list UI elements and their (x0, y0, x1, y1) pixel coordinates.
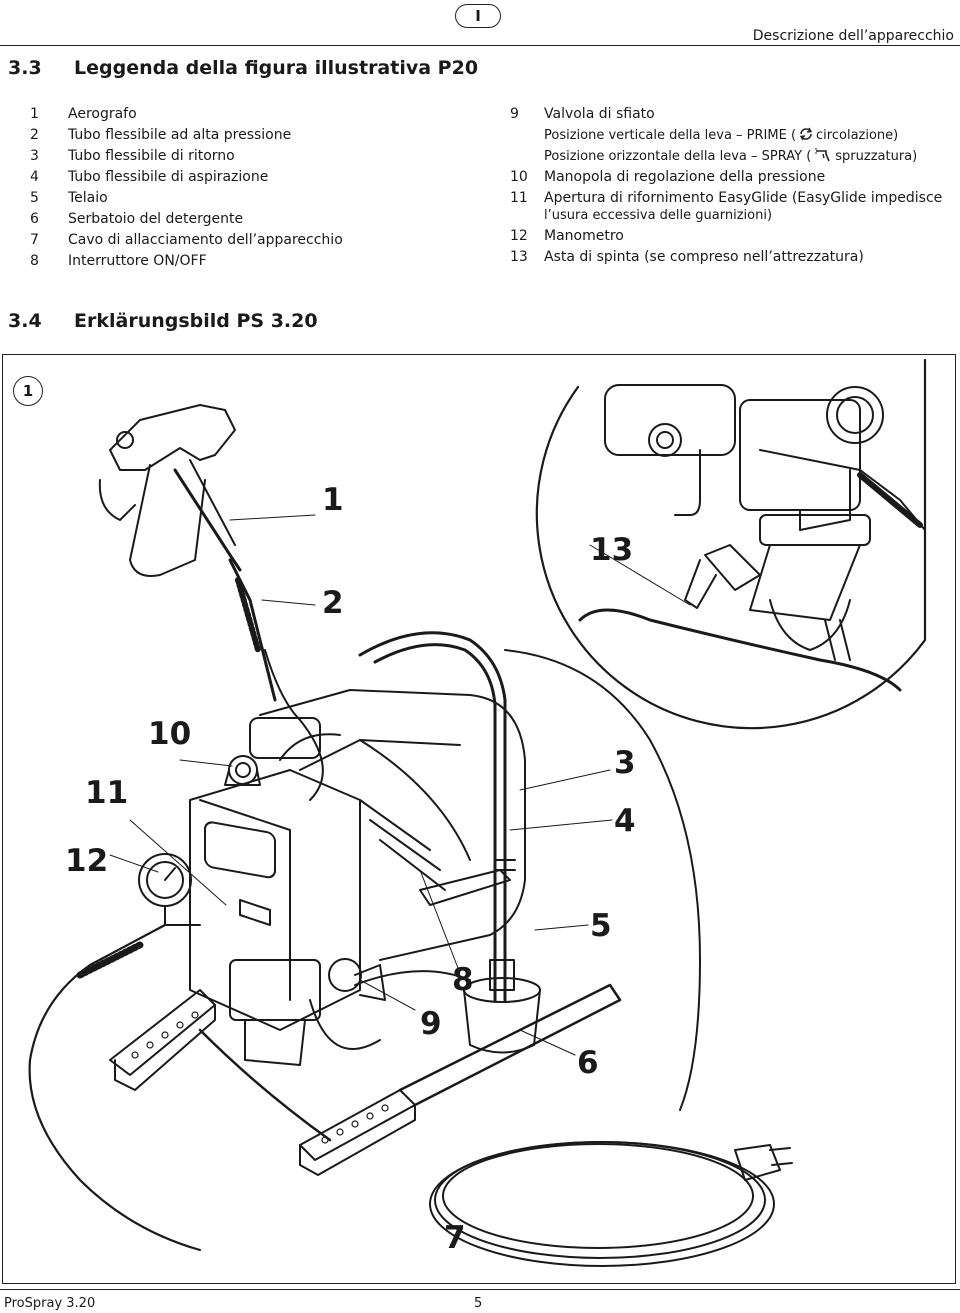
legend-item-number: 2 (30, 127, 39, 143)
detail-inset-outline (535, 358, 927, 730)
section-p20-title: Leggenda della figura illustrativa P20 (74, 57, 479, 79)
section-p20-heading: 3.3 Leggenda della figura illustrativa P2… (8, 57, 478, 79)
legend-item-text: Manopola di regolazione della pressione (544, 169, 826, 185)
callout-7: 7 (444, 1220, 466, 1256)
callout-5: 5 (590, 908, 612, 944)
prime-text-a: Posizione verticale della leva – PRIME ( (544, 128, 797, 143)
legend-item-4: 4 Tubo flessibile di aspirazione (30, 167, 450, 188)
callout-6: 6 (577, 1045, 599, 1081)
callout-1: 1 (322, 482, 344, 518)
footer-product: ProSpray 3.20 (4, 1296, 96, 1311)
section-ps-number: 3.4 (8, 310, 42, 332)
callout-13: 13 (590, 532, 634, 568)
legend-item-number: 6 (30, 211, 39, 227)
callout-9: 9 (420, 1006, 442, 1042)
callout-8: 8 (452, 962, 474, 998)
legend-item-text: Manometro (544, 228, 624, 244)
legend-item-number: 8 (30, 253, 39, 269)
legend-item-2: 2 Tubo flessibile ad alta pressione (30, 125, 450, 146)
legend-item-6: 6 Serbatoio del detergente (30, 209, 450, 230)
callout-3: 3 (614, 745, 636, 781)
legend-item-number: 1 (30, 106, 39, 122)
motor-housing (249, 689, 526, 961)
legend-item-number: 5 (30, 190, 39, 206)
power-cord (429, 649, 775, 1267)
spray-gun (98, 404, 277, 702)
legend-item-text: Tubo flessibile di ritorno (68, 148, 235, 164)
spray-gun-icon (815, 148, 831, 162)
legend-item-number: 10 (510, 169, 528, 185)
legend-item-text: Apertura di rifornimento EasyGlide (Easy… (544, 190, 943, 206)
legend-item-text: Valvola di sfiato (544, 106, 655, 122)
legend-item-8: 8 Interruttore ON/OFF (30, 251, 450, 272)
foot-grip-dots (131, 1011, 389, 1144)
callout-11: 11 (85, 775, 129, 811)
spray-text-a: Posizione orizzontale della leva – SPRAY… (544, 149, 812, 164)
legend-item-text: Interruttore ON/OFF (68, 253, 207, 269)
detergent-container (463, 959, 541, 1054)
legend-item-number: 3 (30, 148, 39, 164)
legend-item-12: 12 Manometro (510, 226, 955, 247)
legend-item-13: 13 Asta di spinta (se compreso nell’attre… (510, 247, 955, 268)
legend-item-text: Tubo flessibile di aspirazione (68, 169, 269, 185)
legend-item-9-spray: Posizione orizzontale della leva – SPRAY… (510, 146, 955, 167)
legend-item-number: 9 (510, 106, 519, 122)
legend-item-11: 11 Apertura di rifornimento EasyGlide (Ea… (510, 188, 955, 209)
footer-rule (0, 1289, 960, 1290)
section-ps-heading: 3.4 Erklärungsbild PS 3.20 (8, 310, 318, 332)
figure-badge: 1 (13, 376, 43, 406)
power-plug (734, 1144, 793, 1181)
legend-item-number: 7 (30, 232, 39, 248)
section-p20-number: 3.3 (8, 57, 42, 79)
base-frame (109, 869, 622, 1176)
section-ps-title: Erklärungsbild PS 3.20 (74, 310, 318, 332)
legend-item-9-prime: Posizione verticale della leva – PRIME (… (510, 125, 955, 146)
legend-item-text: Aerografo (68, 106, 137, 122)
header-section-title: Descrizione dell’apparecchio (752, 28, 954, 44)
legend-item-text: Telaio (68, 190, 108, 206)
legend-item-7: 7 Cavo di allacciamento dell’apparecchio (30, 230, 450, 251)
figure-frame (2, 354, 956, 1284)
callout-12: 12 (65, 843, 109, 879)
lower-pump (229, 958, 386, 1066)
legend-item-text: Cavo di allacciamento dell’apparecchio (68, 232, 343, 248)
legend-item-5: 5 Telaio (30, 188, 450, 209)
legend-item-text: Serbatoio del detergente (68, 211, 244, 227)
pump-front (189, 755, 361, 1031)
legend-item-1: 1 Aerografo (30, 104, 450, 125)
legend-item-number: 13 (510, 249, 528, 265)
language-badge: I (455, 4, 501, 28)
legend-item-10: 10 Manopola di regolazione della pression… (510, 167, 955, 188)
callout-10: 10 (148, 716, 192, 752)
legend-item-number: 11 (510, 190, 528, 206)
legend-item-number: 12 (510, 228, 528, 244)
leader-lines (109, 514, 691, 1056)
circulation-icon (799, 127, 813, 141)
detail-valve (684, 514, 871, 661)
callout-4: 4 (614, 803, 636, 839)
spray-text-b: spruzzatura) (835, 149, 918, 164)
prime-text-b: circolazione) (816, 128, 899, 143)
legend-item-3: 3 Tubo flessibile di ritorno (30, 146, 450, 167)
legend-left-list: 1 Aerografo 2 Tubo flessibile ad alta pres… (30, 104, 450, 272)
legend-item-11-cont: l’usura eccessiva delle guarnizioni) (544, 208, 773, 223)
legend-right-list: 9 Valvola di sfiato Posizione verticale d… (510, 104, 955, 268)
footer-page-number: 5 (474, 1296, 483, 1311)
return-hose (28, 923, 202, 1252)
legend-item-number: 4 (30, 169, 39, 185)
legend-item-text: Tubo flessibile ad alta pressione (68, 127, 292, 143)
legend-item-9: 9 Valvola di sfiato (510, 104, 955, 125)
header-rule (0, 45, 960, 46)
detail-frame-tube (578, 608, 902, 692)
legend-item-text: Asta di spinta (se compreso nell’attrezz… (544, 249, 864, 265)
detail-pump-head (604, 384, 926, 531)
callout-2: 2 (322, 585, 344, 621)
pressure-gauge-drawing (138, 853, 201, 926)
high-pressure-hose (264, 649, 324, 801)
